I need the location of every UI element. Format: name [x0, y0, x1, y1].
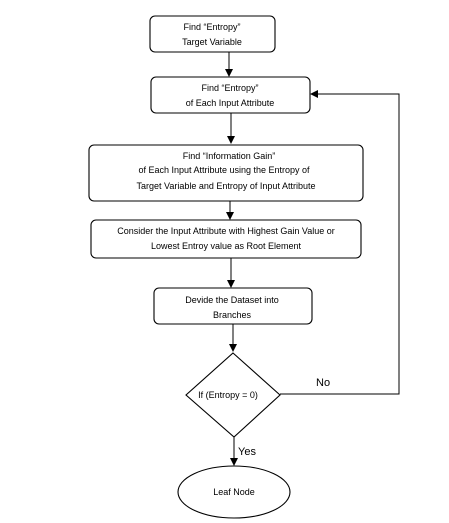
information-gain-line-3: Target Variable and Entropy of Input Att… [137, 181, 316, 191]
root-selection-line-2: Lowest Entroy value as Root Element [151, 241, 302, 251]
target-entropy-line-2: Target Variable [182, 37, 242, 47]
attribute-entropy-line-1: Find “Entropy” [201, 83, 258, 93]
divide-dataset-line-2: Branches [213, 310, 252, 320]
attribute-entropy-line-2: of Each Input Attribute [186, 98, 275, 108]
entropy-check-label: If (Entropy = 0) [198, 390, 258, 400]
yes-branch-label: Yes [238, 446, 256, 458]
divide-dataset-box [153, 287, 313, 325]
information-gain-box [88, 144, 364, 202]
target-entropy-box [149, 15, 276, 53]
information-gain-line-1: Find “Information Gain” [183, 151, 276, 161]
target-entropy-line-1: Find “Entropy” [183, 22, 240, 32]
edge-no-loop-to-attribute-entropy [280, 90, 400, 395]
leaf-node-ellipse [177, 465, 291, 519]
divide-dataset-line-1: Devide the Dataset into [185, 295, 279, 305]
no-branch-label: No [316, 377, 330, 389]
root-selection-box [90, 219, 362, 259]
attribute-entropy-box [150, 76, 311, 114]
leaf-node-label: Leaf Node [213, 487, 255, 497]
information-gain-line-2: of Each Input Attribute using the Entrop… [138, 165, 310, 175]
root-selection-line-1: Consider the Input Attribute with Highes… [117, 226, 334, 236]
entropy-check-diamond [185, 352, 281, 438]
